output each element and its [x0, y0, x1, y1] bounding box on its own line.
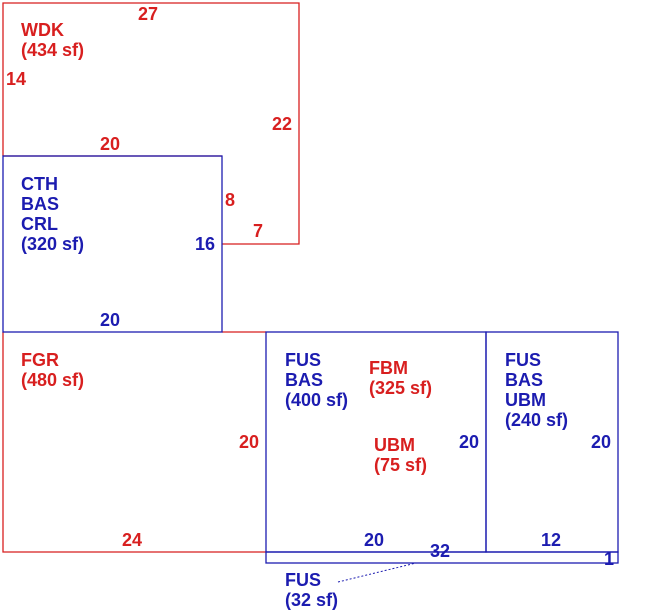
fus-right-label: FUS BAS UBM (240 sf) — [505, 350, 568, 430]
fgr-label: FGR (480 sf) — [21, 350, 84, 390]
cth-outline — [2, 155, 223, 333]
fgr-outline — [2, 332, 266, 553]
wdk-dim-ledge: 7 — [253, 221, 263, 241]
fgr-dim-bottom: 24 — [122, 530, 142, 550]
fbm-label: FBM (325 sf) — [369, 358, 432, 398]
fus-strip-leader — [337, 562, 417, 583]
wdk-dim-left: 14 — [6, 69, 26, 89]
wdk-dim-right: 22 — [272, 114, 292, 134]
fus-right-dim-right: 20 — [591, 432, 611, 452]
fus-strip-outline — [265, 551, 619, 564]
fus-main-dim-right: 20 — [459, 432, 479, 452]
fus-main-dim-bottom: 20 — [364, 530, 384, 550]
cth-dim-bottom: 20 — [100, 310, 120, 330]
fus-strip-dim-length: 32 — [430, 541, 450, 561]
fus-main-label: FUS BAS (400 sf) — [285, 350, 348, 410]
wdk-dim-bottom: 20 — [100, 134, 120, 154]
fus-strip-dim-width: 1 — [604, 549, 614, 569]
fus-right-dim-bottom: 12 — [541, 530, 561, 550]
fus-strip-label: FUS (32 sf) — [285, 570, 338, 610]
cth-label: CTH BAS CRL (320 sf) — [21, 174, 84, 254]
wdk-outline — [2, 2, 300, 245]
cth-dim-right: 16 — [195, 234, 215, 254]
wdk-dim-step: 8 — [225, 190, 235, 210]
ubm-inner-label: UBM (75 sf) — [374, 435, 427, 475]
wdk-dim-top: 27 — [138, 4, 158, 24]
wdk-label: WDK (434 sf) — [21, 20, 84, 60]
fgr-dim-right: 20 — [239, 432, 259, 452]
